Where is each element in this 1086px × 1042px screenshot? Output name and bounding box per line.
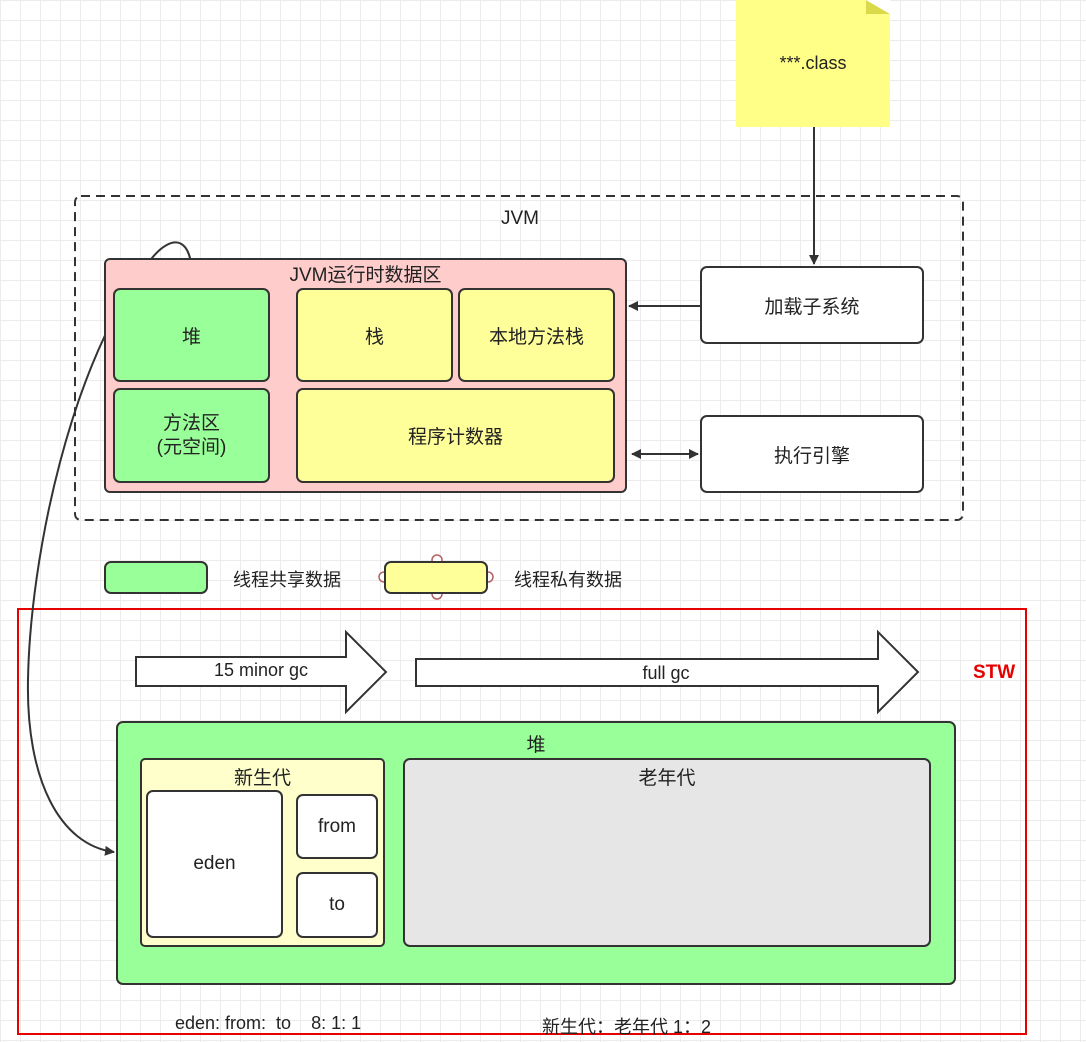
metaspace-label: (元空间) bbox=[156, 436, 227, 458]
native-method-stack-label: 本地方法栈 bbox=[488, 326, 584, 348]
note-fold-corner bbox=[866, 0, 890, 14]
to-label: to bbox=[329, 894, 345, 915]
exec-engine-box[interactable]: 执行引擎 bbox=[700, 415, 924, 493]
class-loader-box[interactable]: 加载子系统 bbox=[700, 266, 924, 344]
old-gen-box[interactable] bbox=[403, 758, 931, 947]
from-label: from bbox=[318, 815, 356, 837]
eden-box[interactable]: eden bbox=[146, 790, 283, 938]
minor-gc-label: 15 minor gc bbox=[213, 660, 309, 680]
class-loader-label: 加载子系统 bbox=[764, 296, 860, 318]
stack-box[interactable]: 栈 bbox=[296, 288, 453, 382]
class-file-label: ***.class bbox=[779, 53, 847, 73]
old-gen-title: 老年代 bbox=[638, 768, 696, 789]
stw-label: STW bbox=[973, 662, 1016, 683]
legend-private-swatch bbox=[384, 561, 488, 594]
heap-detail-title: 堆 bbox=[526, 735, 546, 756]
class-file-note[interactable]: ***.class bbox=[736, 0, 890, 127]
native-method-stack-box[interactable]: 本地方法栈 bbox=[458, 288, 615, 382]
young-gen-title: 新生代 bbox=[233, 768, 291, 789]
young-old-ratio: 新生代：老年代 1：2 bbox=[542, 1017, 712, 1037]
legend-shared-swatch bbox=[104, 561, 208, 594]
jvm-title: JVM bbox=[501, 208, 539, 229]
exec-engine-label: 执行引擎 bbox=[773, 445, 850, 467]
eden-survivor-ratio: eden: from: to 8: 1: 1 bbox=[175, 1013, 362, 1033]
program-counter-label: 程序计数器 bbox=[407, 427, 503, 448]
legend-shared-label: 线程共享数据 bbox=[233, 570, 341, 590]
legend-private-label: 线程私有数据 bbox=[514, 570, 622, 590]
eden-label: eden bbox=[193, 853, 236, 874]
runtime-data-area-title: JVM运行时数据区 bbox=[289, 265, 442, 286]
full-gc-label: full gc bbox=[642, 663, 690, 683]
method-area-label: 方法区 bbox=[162, 412, 220, 434]
method-area-box[interactable]: 方法区 (元空间) bbox=[113, 388, 270, 483]
stack-label: 栈 bbox=[364, 326, 384, 348]
heap-label: 堆 bbox=[181, 326, 201, 348]
from-survivor-box[interactable]: from bbox=[296, 794, 378, 859]
program-counter-box[interactable]: 程序计数器 bbox=[296, 388, 615, 483]
heap-box[interactable]: 堆 bbox=[113, 288, 270, 382]
to-survivor-box[interactable]: to bbox=[296, 872, 378, 938]
